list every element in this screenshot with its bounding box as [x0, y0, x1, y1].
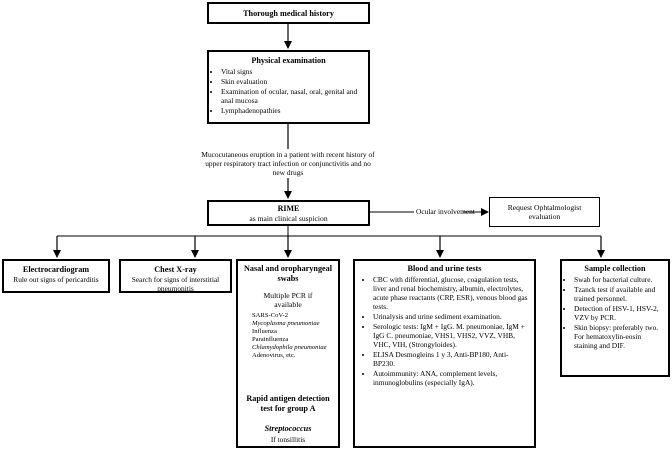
ecg-title: Electrocardiogram	[22, 265, 90, 274]
blood-item: Urinalysis and urine sediment examinatio…	[373, 312, 528, 321]
ecg-box: Electrocardiogram Rule out signs of peri…	[2, 259, 110, 293]
sample-item: Swab for bacterial culture.	[574, 275, 665, 284]
xray-box: Chest X-ray Search for signs of intersti…	[119, 259, 232, 293]
rapid-test-note: If tonsillitis	[270, 435, 306, 444]
pathogen: Influenza	[252, 327, 277, 335]
ophtal-text: Request Ophtalmologist evaluation	[507, 203, 582, 222]
physical-item: Examination of ocular, nasal, oral, geni…	[221, 87, 365, 105]
sample-list: Swab for bacterial culture. Tzanck test …	[565, 275, 665, 351]
physical-box: Physical examination Vital signs Skin ev…	[207, 50, 370, 124]
xray-title: Chest X-ray	[154, 265, 197, 274]
physical-item: Vital signs	[221, 67, 365, 76]
swabs-title: Nasal and oropharyngeal swabs	[243, 264, 333, 283]
blood-title: Blood and urine tests	[407, 264, 482, 273]
sample-box: Sample collection Swab for bacterial cul…	[560, 259, 670, 377]
ecg-text: Rule out signs of pericarditis	[13, 275, 99, 284]
swabs-box: Nasal and oropharyngeal swabs Multiple P…	[236, 259, 340, 448]
ophtal-box: Request Ophtalmologist evaluation	[489, 197, 600, 227]
sample-title: Sample collection	[584, 264, 646, 273]
history-title: Thorough medical history	[243, 9, 334, 18]
rapid-test-title: Rapid antigen detection test for group A	[246, 394, 330, 413]
rime-subtitle: as main clinical suspicion	[249, 214, 328, 223]
rime-title: RIME	[277, 204, 300, 213]
physical-item: Lymphadenopathies	[221, 106, 365, 115]
rime-box: RIME as main clinical suspicion	[207, 200, 370, 226]
pathogen: Chlamydophila pneumoniae	[252, 343, 327, 351]
rapid-test-organism: Streptococcus	[264, 424, 312, 433]
swabs-pathogens: SARS-CoV-2 Mycoplasma pneumoniae Influen…	[252, 312, 334, 359]
blood-box: Blood and urine tests CBC with different…	[353, 259, 536, 448]
xray-text: Search for signs of interstitial pneumon…	[131, 275, 220, 294]
physical-item: Skin evaluation	[221, 77, 365, 86]
history-box: Thorough medical history	[207, 2, 370, 24]
pathogen: Parainfluenza	[252, 335, 289, 343]
physical-list: Vital signs Skin evaluation Examination …	[212, 67, 365, 116]
clinical-context-note: Mucocutaneous eruption in a patient with…	[200, 149, 376, 179]
blood-item: CBC with differential, glucose, coagulat…	[373, 275, 528, 311]
sample-item: Detection of HSV-1, HSV-2, VZV by PCR.	[574, 304, 665, 322]
sample-item: Skin biopsy: preferably two. For hematox…	[574, 323, 665, 350]
ocular-involvement-label: Ocular involvement	[416, 207, 475, 216]
pathogen: Adenovirus, etc.	[252, 351, 296, 359]
blood-item: Serologic tests: IgM + IgG. M. pneumonia…	[373, 322, 528, 349]
sample-item: Tzanck test if available and trained per…	[574, 285, 665, 303]
physical-title: Physical examination	[251, 56, 326, 65]
blood-item: ELISA Desmogleins 1 y 3, Anti-BP180, Ant…	[373, 350, 528, 368]
blood-list: CBC with differential, glucose, coagulat…	[364, 275, 528, 388]
swabs-pcr: Multiple PCR if available	[263, 291, 313, 310]
pathogen: Mycoplasma pneumoniae	[252, 319, 320, 327]
blood-item: Autoimmunity: ANA, complement levels, in…	[373, 369, 528, 387]
pathogen: SARS-CoV-2	[252, 312, 289, 319]
